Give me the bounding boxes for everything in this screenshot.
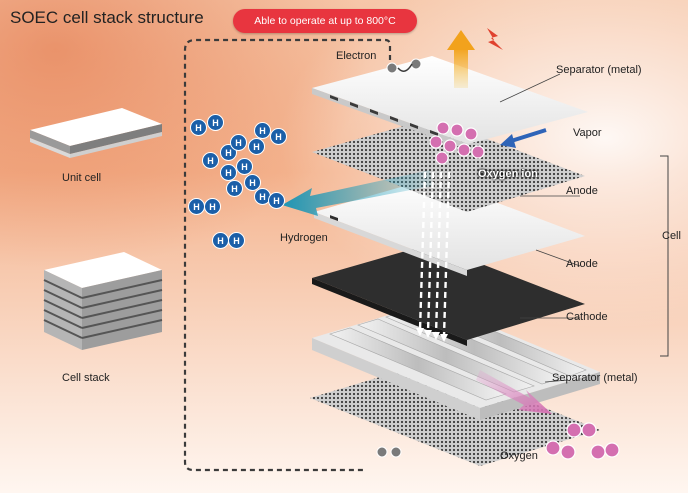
- cell-stack-label: Cell stack: [62, 372, 110, 384]
- separator-top-label: Separator (metal): [556, 64, 642, 76]
- leader-lines: [499, 73, 581, 383]
- hydrogen-atom: H: [236, 158, 253, 175]
- electron-bottom-icon: [376, 446, 402, 458]
- oxygen-label: Oxygen: [500, 450, 538, 462]
- cell-label: Cell: [662, 230, 681, 242]
- temperature-badge: Able to operate at up to 800°C: [233, 9, 417, 33]
- lightning-icon: [487, 28, 503, 50]
- hydrogen-atom: H: [190, 119, 207, 136]
- hydrogen-label: Hydrogen: [280, 232, 328, 244]
- hydrogen-atom: H: [212, 232, 229, 249]
- oxygen-ion-label: Oxygen ion: [478, 168, 538, 180]
- hydrogen-atom: H: [244, 174, 261, 191]
- hydrogen-atom: H: [248, 138, 265, 155]
- top-mesh-layer: [312, 118, 585, 212]
- hydrogen-atom: H: [268, 192, 285, 209]
- hydrogen-atom: H: [188, 198, 205, 215]
- hydrogen-atom: H: [207, 114, 224, 131]
- cathode-label: Cathode: [566, 311, 608, 323]
- bottom-mesh-layer: [310, 362, 600, 466]
- vapor-arrow: [500, 128, 547, 148]
- hydrogen-flow-arrow: [282, 170, 432, 216]
- separator-top-plate: [312, 56, 588, 222]
- hydrogen-atom: H: [254, 122, 271, 139]
- hydrogen-atom: H: [202, 152, 219, 169]
- oxygen-flow-arrow: [476, 370, 552, 414]
- electron-icon: [386, 58, 422, 74]
- hydrogen-atom: H: [270, 128, 287, 145]
- oxygen-molecule-group: [545, 422, 620, 460]
- oxygen-ion-arrows: [418, 171, 451, 337]
- hydrogen-atom: H: [204, 198, 221, 215]
- oxygen-ion-cluster: [429, 121, 485, 165]
- anode-plate: [314, 178, 585, 276]
- anode-label-2: Anode: [566, 258, 598, 270]
- cell-bracket: [660, 155, 669, 357]
- anode-label-1: Anode: [566, 185, 598, 197]
- electron-label: Electron: [336, 50, 377, 62]
- electron-circuit-line: [183, 38, 392, 472]
- cell-stack-icon: [43, 252, 163, 350]
- heat-arrow: [447, 30, 475, 88]
- hydrogen-atom: H: [226, 180, 243, 197]
- page-title: SOEC cell stack structure: [10, 8, 204, 27]
- hydrogen-atom: H: [220, 164, 237, 181]
- unit-cell-icon: [30, 108, 162, 158]
- separator-bottom-label: Separator (metal): [552, 372, 638, 384]
- vapor-label: Vapor: [573, 127, 602, 139]
- hydrogen-atom: H: [228, 232, 245, 249]
- cathode-layer: [312, 244, 585, 346]
- unit-cell-label: Unit cell: [62, 172, 102, 184]
- hydrogen-atom: H: [230, 134, 247, 151]
